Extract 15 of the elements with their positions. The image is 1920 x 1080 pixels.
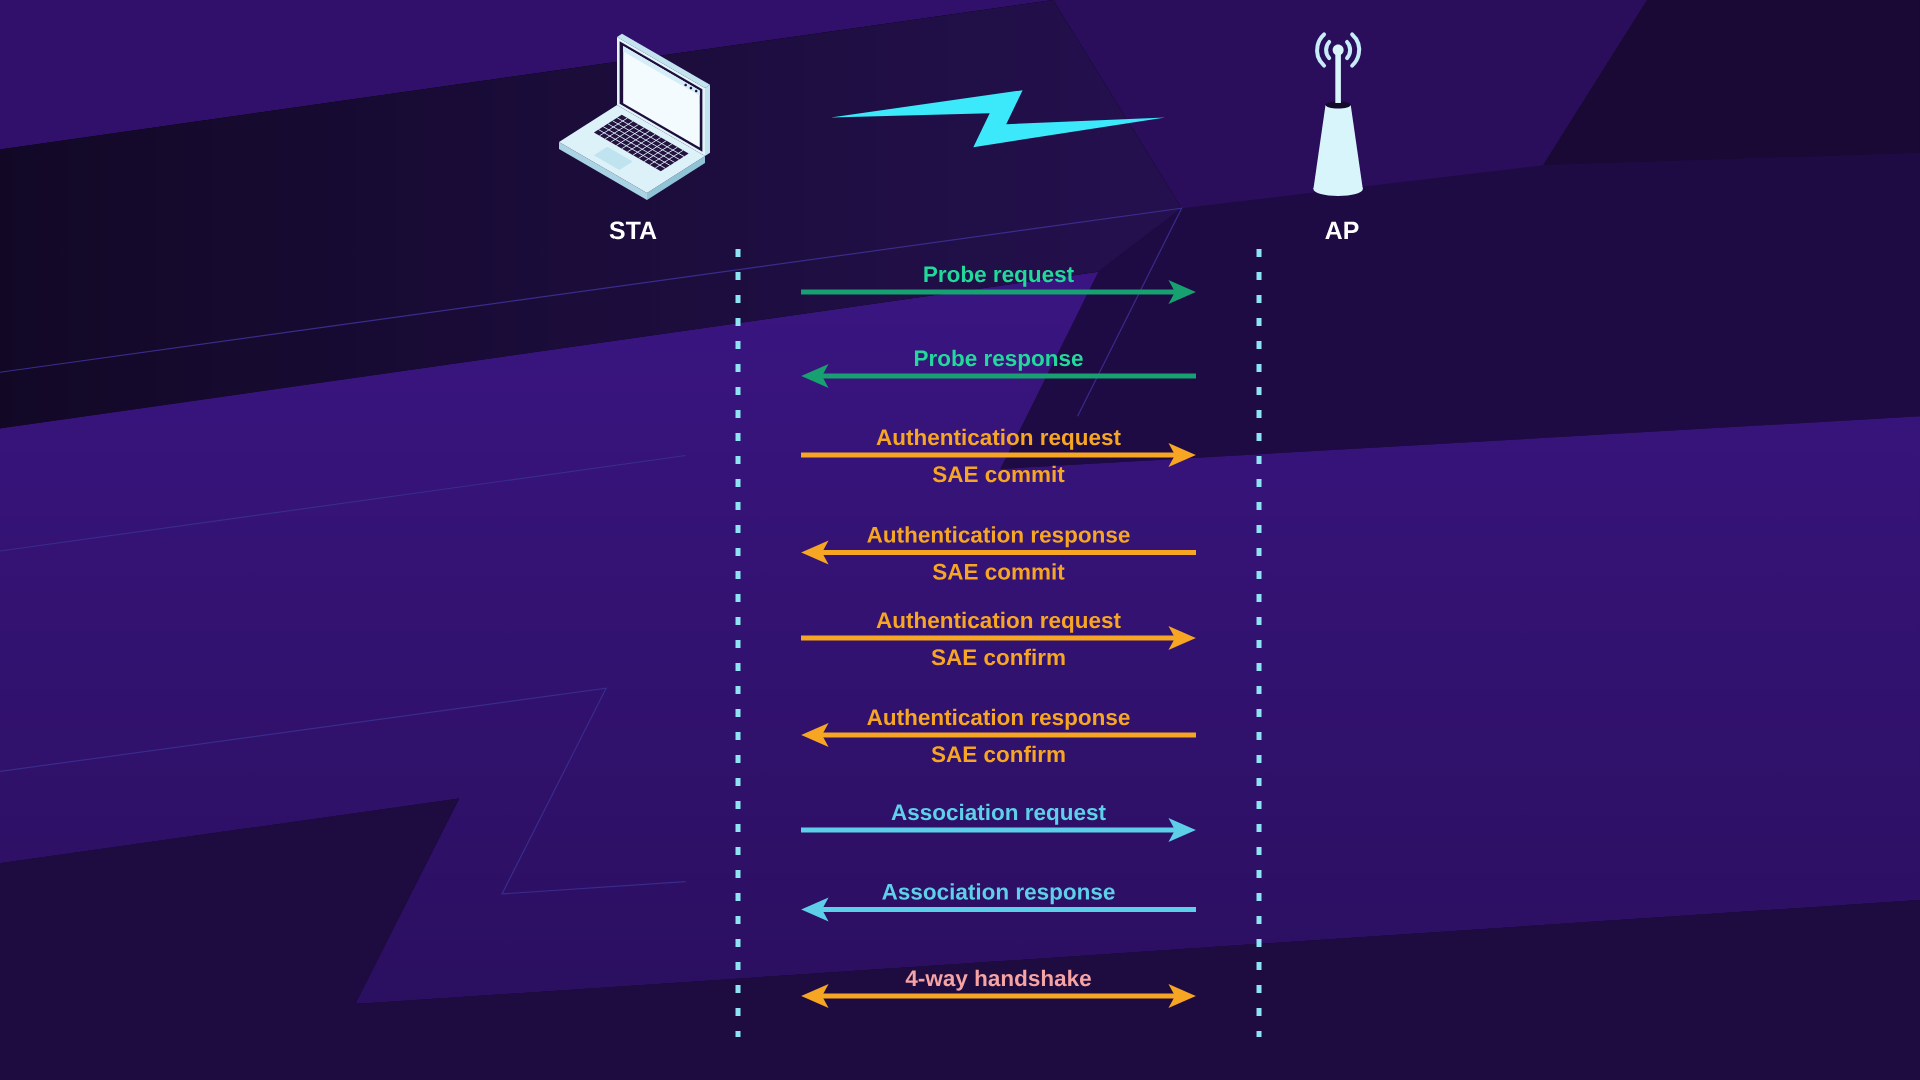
arrow-caption: SAE confirm — [931, 745, 1065, 763]
arrow-caption: SAE commit — [932, 465, 1065, 483]
edge-label: Probe response — [915, 349, 1083, 371]
edge-label: Authentication request — [876, 611, 1121, 633]
participant-label: STA — [609, 221, 657, 240]
edge-label: Authentication response — [867, 526, 1130, 548]
edge-label: 4-way handshake — [905, 969, 1091, 991]
edge-label: Association response — [882, 883, 1115, 905]
participant-label: AP — [1325, 221, 1359, 239]
edge-label: Probe request — [924, 265, 1074, 287]
arrow-caption: SAE commit — [932, 563, 1065, 580]
arrow-caption: SAE confirm — [931, 648, 1065, 666]
edge-label: Authentication response — [867, 708, 1130, 730]
edge-label: Association request — [891, 803, 1106, 825]
edge-label: Authentication request — [876, 428, 1121, 450]
